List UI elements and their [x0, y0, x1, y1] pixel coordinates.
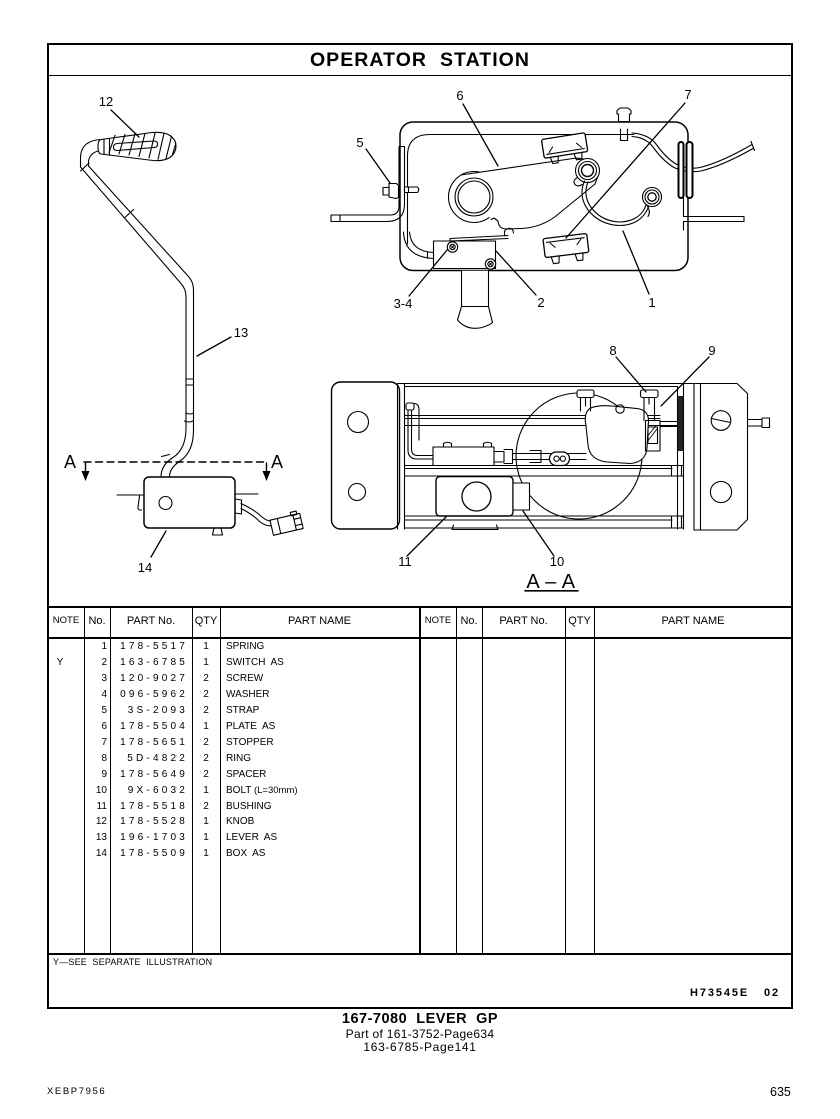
svg-text:6: 6 [456, 88, 463, 103]
svg-text:10: 10 [550, 554, 564, 569]
svg-text:A: A [64, 452, 76, 472]
svg-text:A – A: A – A [526, 571, 575, 593]
svg-text:1: 1 [648, 295, 655, 310]
svg-text:12: 12 [99, 94, 113, 109]
svg-text:7: 7 [684, 87, 691, 102]
svg-text:11: 11 [398, 554, 412, 569]
svg-text:A: A [271, 452, 283, 472]
svg-text:9: 9 [708, 343, 715, 358]
svg-text:8: 8 [609, 343, 616, 358]
svg-text:5: 5 [356, 135, 363, 150]
svg-text:2: 2 [537, 295, 544, 310]
svg-text:13: 13 [234, 325, 248, 340]
svg-text:3-4: 3-4 [394, 296, 413, 311]
svg-text:14: 14 [138, 560, 152, 575]
